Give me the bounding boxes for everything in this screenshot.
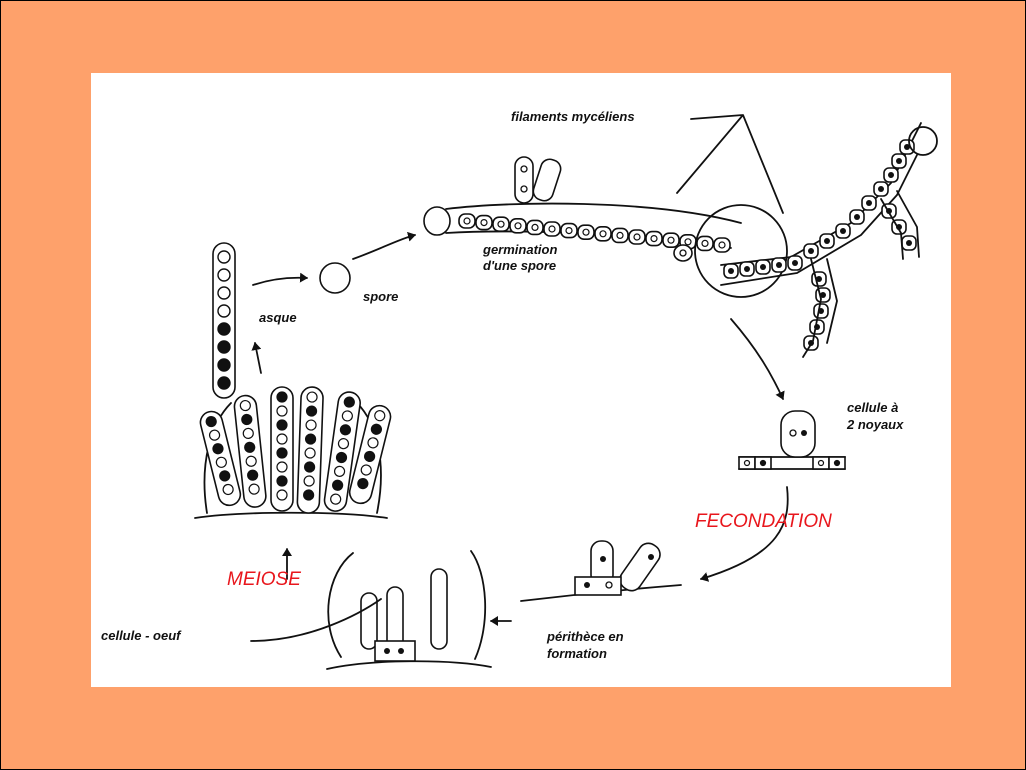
label-meiose: MEIOSE [227, 569, 301, 590]
ascospore [247, 470, 258, 481]
nucleus [728, 268, 734, 274]
ascospore [277, 490, 287, 500]
nucleus [878, 186, 884, 192]
nucleus [866, 200, 872, 206]
ascospore [277, 476, 287, 486]
spore [320, 263, 350, 293]
filament-cell [544, 222, 560, 236]
nucleus [896, 158, 902, 164]
ascospore [240, 400, 251, 411]
ascospore [246, 456, 257, 467]
filament-cell [612, 228, 628, 242]
filament-cell [663, 233, 679, 247]
label-perithece-2: formation [547, 646, 607, 661]
ascospore [277, 420, 287, 430]
ascospore [218, 287, 230, 299]
mature-perithecium [195, 387, 393, 518]
label-germination-1: germination [482, 242, 557, 257]
ascospore [340, 424, 351, 435]
nucleus [824, 238, 830, 244]
ascospore [277, 462, 287, 472]
nucleus [840, 228, 846, 234]
label-spore: spore [363, 289, 398, 304]
ascospore [307, 392, 317, 402]
filament-cell [714, 238, 730, 252]
ascospore [304, 462, 314, 472]
ascospore [277, 448, 287, 458]
ascospore [277, 392, 287, 402]
filament-cell [459, 214, 475, 228]
label-perithece-1: périthèce en [546, 629, 624, 644]
ascospore [305, 434, 315, 444]
ascospore [336, 452, 347, 463]
label-fecondation: FECONDATION [695, 511, 832, 532]
filament-cell [493, 217, 509, 231]
ascospore [305, 448, 315, 458]
label-cellule-oeuf: cellule - oeuf [101, 628, 182, 643]
nucleus [744, 266, 750, 272]
label-germination-2: d'une spore [483, 258, 556, 273]
ascospore [277, 434, 287, 444]
filament-cell [476, 216, 492, 230]
filament-cell [527, 220, 543, 234]
filament-cell [595, 227, 611, 241]
nucleus [760, 264, 766, 270]
ascospore [218, 305, 230, 317]
ascospore [244, 442, 255, 453]
ascospore [218, 323, 230, 335]
life-cycle-diagram: filaments mycéliens germination d'une sp… [91, 73, 951, 687]
diagram-panel: filaments mycéliens germination d'une sp… [91, 73, 951, 687]
filament-cell [510, 219, 526, 233]
ascospore [277, 406, 287, 416]
ascospore [218, 269, 230, 281]
ascospore [344, 396, 355, 407]
ascospore [304, 476, 314, 486]
label-filaments: filaments mycéliens [511, 109, 635, 124]
ascospore [342, 410, 353, 421]
ascospore [306, 420, 316, 430]
binucleate-cell [739, 411, 845, 469]
label-cellule2-2: 2 noyaux [846, 417, 904, 432]
ascospore [218, 251, 230, 263]
label-asque: asque [259, 310, 297, 325]
ascus [271, 387, 293, 511]
filament-cell [561, 224, 577, 238]
ascospore [338, 438, 349, 449]
nucleus [792, 260, 798, 266]
nucleus [835, 461, 840, 466]
ascospore [249, 484, 260, 495]
filament-cell [629, 230, 645, 244]
nucleus [888, 172, 894, 178]
hypha-cell [813, 457, 829, 469]
ascospore [218, 377, 230, 389]
label-cellule2-1: cellule à [847, 400, 898, 415]
filament-cell [578, 225, 594, 239]
ascospore [241, 414, 252, 425]
ascospore [334, 466, 345, 477]
ascospore [243, 428, 254, 439]
hypha-cell [739, 457, 755, 469]
nucleus [854, 214, 860, 220]
filament-cell [697, 236, 713, 250]
nucleus [761, 461, 766, 466]
ascospore [330, 493, 341, 504]
ascospore [306, 406, 316, 416]
mycelium-magnified [695, 123, 937, 357]
nucleus [776, 262, 782, 268]
filament-cell [646, 232, 662, 246]
ascus [297, 387, 323, 514]
ascospore [218, 359, 230, 371]
forming-perithecium [521, 539, 681, 601]
asque [213, 243, 235, 398]
ascospore [332, 480, 343, 491]
nucleus [906, 240, 912, 246]
nucleus [808, 248, 814, 254]
ascospore [303, 490, 313, 500]
zygote-perithecium [327, 551, 491, 669]
ascospore [218, 341, 230, 353]
